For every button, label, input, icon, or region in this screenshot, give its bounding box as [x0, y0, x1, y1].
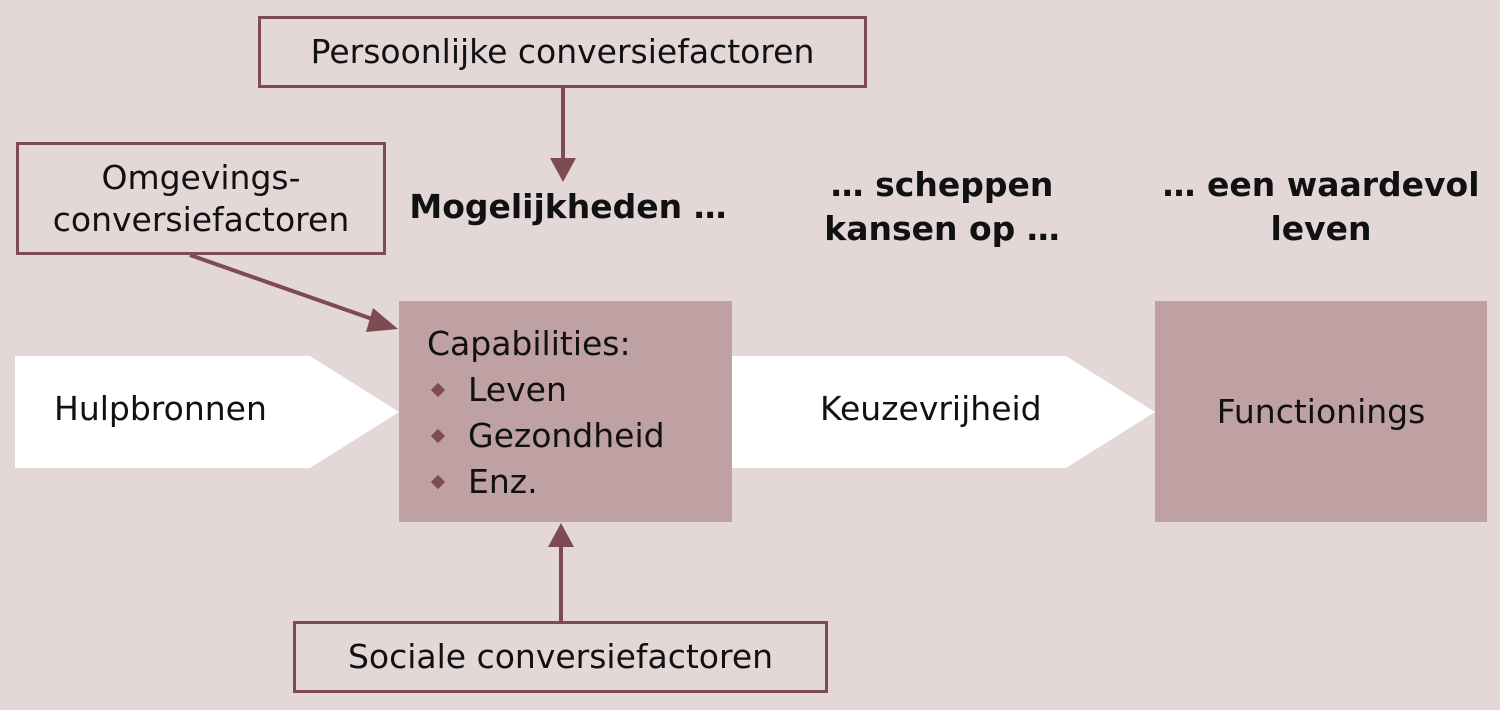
heading-scheppen-kansen: … scheppen kansen op …: [824, 165, 1060, 248]
capability-item: Gezondheid: [427, 413, 732, 459]
capability-item: Leven: [427, 367, 732, 413]
omgevings-label-line-1: Omgevings-: [101, 157, 301, 197]
diamond-bullet-icon: [430, 474, 446, 490]
persoonlijke-label: Persoonlijke conversiefactoren: [310, 32, 815, 71]
omgevings-conversiefactoren-box: Omgevings- conversiefactoren: [16, 142, 386, 255]
diamond-bullet-icon: [430, 428, 446, 444]
sociale-arrow: [548, 523, 574, 621]
persoonlijke-arrow: [550, 88, 576, 182]
heading-mogelijkheden: Mogelijkheden …: [409, 187, 727, 226]
hulpbronnen-label: Hulpbronnen: [54, 389, 267, 428]
omgevings-label-line-2: conversiefactoren: [52, 199, 350, 239]
sociale-conversiefactoren-box: Sociale conversiefactoren: [293, 621, 828, 693]
capabilities-list: Leven Gezondheid Enz.: [427, 367, 732, 505]
functionings-label: Functionings: [1216, 392, 1426, 431]
capabilities-title: Capabilities:: [427, 324, 631, 363]
omgevings-arrow: [189, 253, 398, 332]
hulpbronnen-arrow-shape: [15, 356, 399, 468]
functionings-box: Functionings: [1155, 301, 1487, 522]
diamond-bullet-icon: [430, 382, 446, 398]
sociale-label: Sociale conversiefactoren: [347, 637, 774, 676]
keuzevrijheid-arrow-shape: [732, 356, 1155, 468]
persoonlijke-conversiefactoren-box: Persoonlijke conversiefactoren: [258, 16, 867, 88]
heading-waardevol-leven: … een waardevol leven: [1162, 165, 1480, 248]
capabilities-box: Capabilities: Leven Gezondheid Enz.: [399, 301, 732, 522]
keuzevrijheid-label: Keuzevrijheid: [820, 389, 1042, 428]
capability-item: Enz.: [427, 459, 732, 505]
